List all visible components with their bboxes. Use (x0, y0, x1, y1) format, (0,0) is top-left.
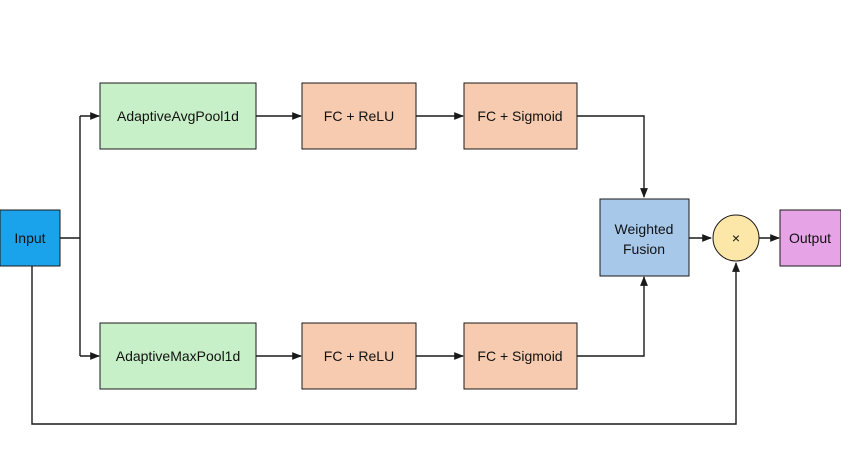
fc-sigmoid-top-label: FC + Sigmoid (477, 108, 562, 124)
avgpool-node: AdaptiveAvgPool1d (99, 82, 257, 150)
output-box (779, 209, 841, 267)
skip-connection-arrow (31, 262, 740, 425)
multiply-icon: × (732, 230, 740, 246)
output-label: Output (789, 230, 831, 246)
fc-relu-bottom-label: FC + ReLU (324, 348, 394, 364)
fc-sigmoid-top-box (463, 82, 578, 150)
fc-sigmoid-top-node: FC + Sigmoid (463, 82, 578, 150)
input-box (0, 209, 61, 267)
fc-sigmoid-bottom-box (463, 322, 578, 390)
input-node: Input (0, 209, 61, 267)
input-label: Input (14, 230, 45, 246)
weighted-fusion-label-line2: Fusion (623, 241, 665, 257)
output-node: Output (779, 209, 841, 267)
fc-sigmoid-bottom-label: FC + Sigmoid (477, 348, 562, 364)
fc-sigmoid-bottom-node: FC + Sigmoid (463, 322, 578, 390)
maxpool-box (99, 322, 257, 390)
fc-relu-top-node: FC + ReLU (301, 82, 417, 150)
weighted-fusion-box (599, 198, 690, 277)
arrow-top-to-fusion (577, 115, 648, 198)
fc-relu-top-box (301, 82, 417, 150)
arrow-bottom-to-fusion (577, 276, 648, 357)
weighted-fusion-node: Weighted Fusion (599, 198, 690, 277)
maxpool-label: AdaptiveMaxPool1d (116, 348, 241, 364)
maxpool-node: AdaptiveMaxPool1d (99, 322, 257, 390)
multiply-node: × (712, 214, 760, 262)
fc-relu-top-label: FC + ReLU (324, 108, 394, 124)
connectors (31, 112, 780, 425)
avgpool-label: AdaptiveAvgPool1d (117, 108, 239, 124)
multiply-circle (712, 214, 760, 262)
fc-relu-bottom-node: FC + ReLU (301, 322, 417, 390)
weighted-fusion-label-line1: Weighted (615, 221, 674, 237)
fc-relu-bottom-box (301, 322, 417, 390)
avgpool-box (99, 82, 257, 150)
